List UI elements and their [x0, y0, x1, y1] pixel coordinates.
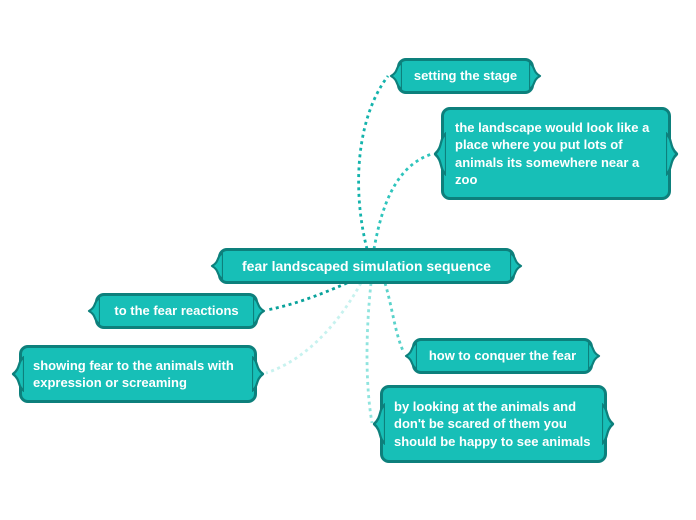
node-landscape-label: the landscape would look like a place wh… [455, 120, 650, 187]
connector-root-landscape [372, 152, 433, 250]
right-brace-icon [253, 297, 266, 325]
right-brace-icon [510, 252, 523, 280]
node-reactions-label: to the fear reactions [114, 303, 239, 319]
node-setting-the-stage[interactable]: setting the stage [389, 58, 542, 94]
connector-root-happy [365, 282, 374, 424]
left-brace-icon [389, 62, 402, 90]
connector-root-setting [357, 75, 390, 250]
right-brace-icon [252, 356, 265, 392]
left-brace-icon [404, 342, 417, 370]
right-brace-icon [529, 62, 542, 90]
left-brace-icon [11, 356, 24, 392]
right-brace-icon [588, 342, 601, 370]
node-happy-label: by looking at the animals and don't be s… [394, 399, 591, 449]
right-brace-icon [602, 403, 615, 445]
node-root-label: fear landscaped simulation sequence [242, 257, 491, 274]
connector-root-reactions [266, 281, 348, 312]
node-fear-reactions[interactable]: to the fear reactions [87, 293, 266, 329]
left-brace-icon [87, 297, 100, 325]
connector-root-showing [265, 282, 363, 375]
connector-root-conquer [383, 282, 406, 354]
node-landscape-description[interactable]: the landscape would look like a place wh… [433, 107, 679, 200]
left-brace-icon [433, 131, 446, 176]
node-showing-label: showing fear to the animals with express… [33, 357, 234, 390]
node-conquer-label: how to conquer the fear [428, 348, 577, 364]
left-brace-icon [372, 403, 385, 445]
left-brace-icon [210, 252, 223, 280]
node-showing-fear[interactable]: showing fear to the animals with express… [11, 345, 265, 403]
right-brace-icon [666, 131, 679, 176]
node-setting-label: setting the stage [413, 68, 518, 84]
node-root[interactable]: fear landscaped simulation sequence [210, 248, 523, 284]
node-conquer-fear[interactable]: how to conquer the fear [404, 338, 601, 374]
node-happy-to-see-animals[interactable]: by looking at the animals and don't be s… [372, 385, 615, 463]
